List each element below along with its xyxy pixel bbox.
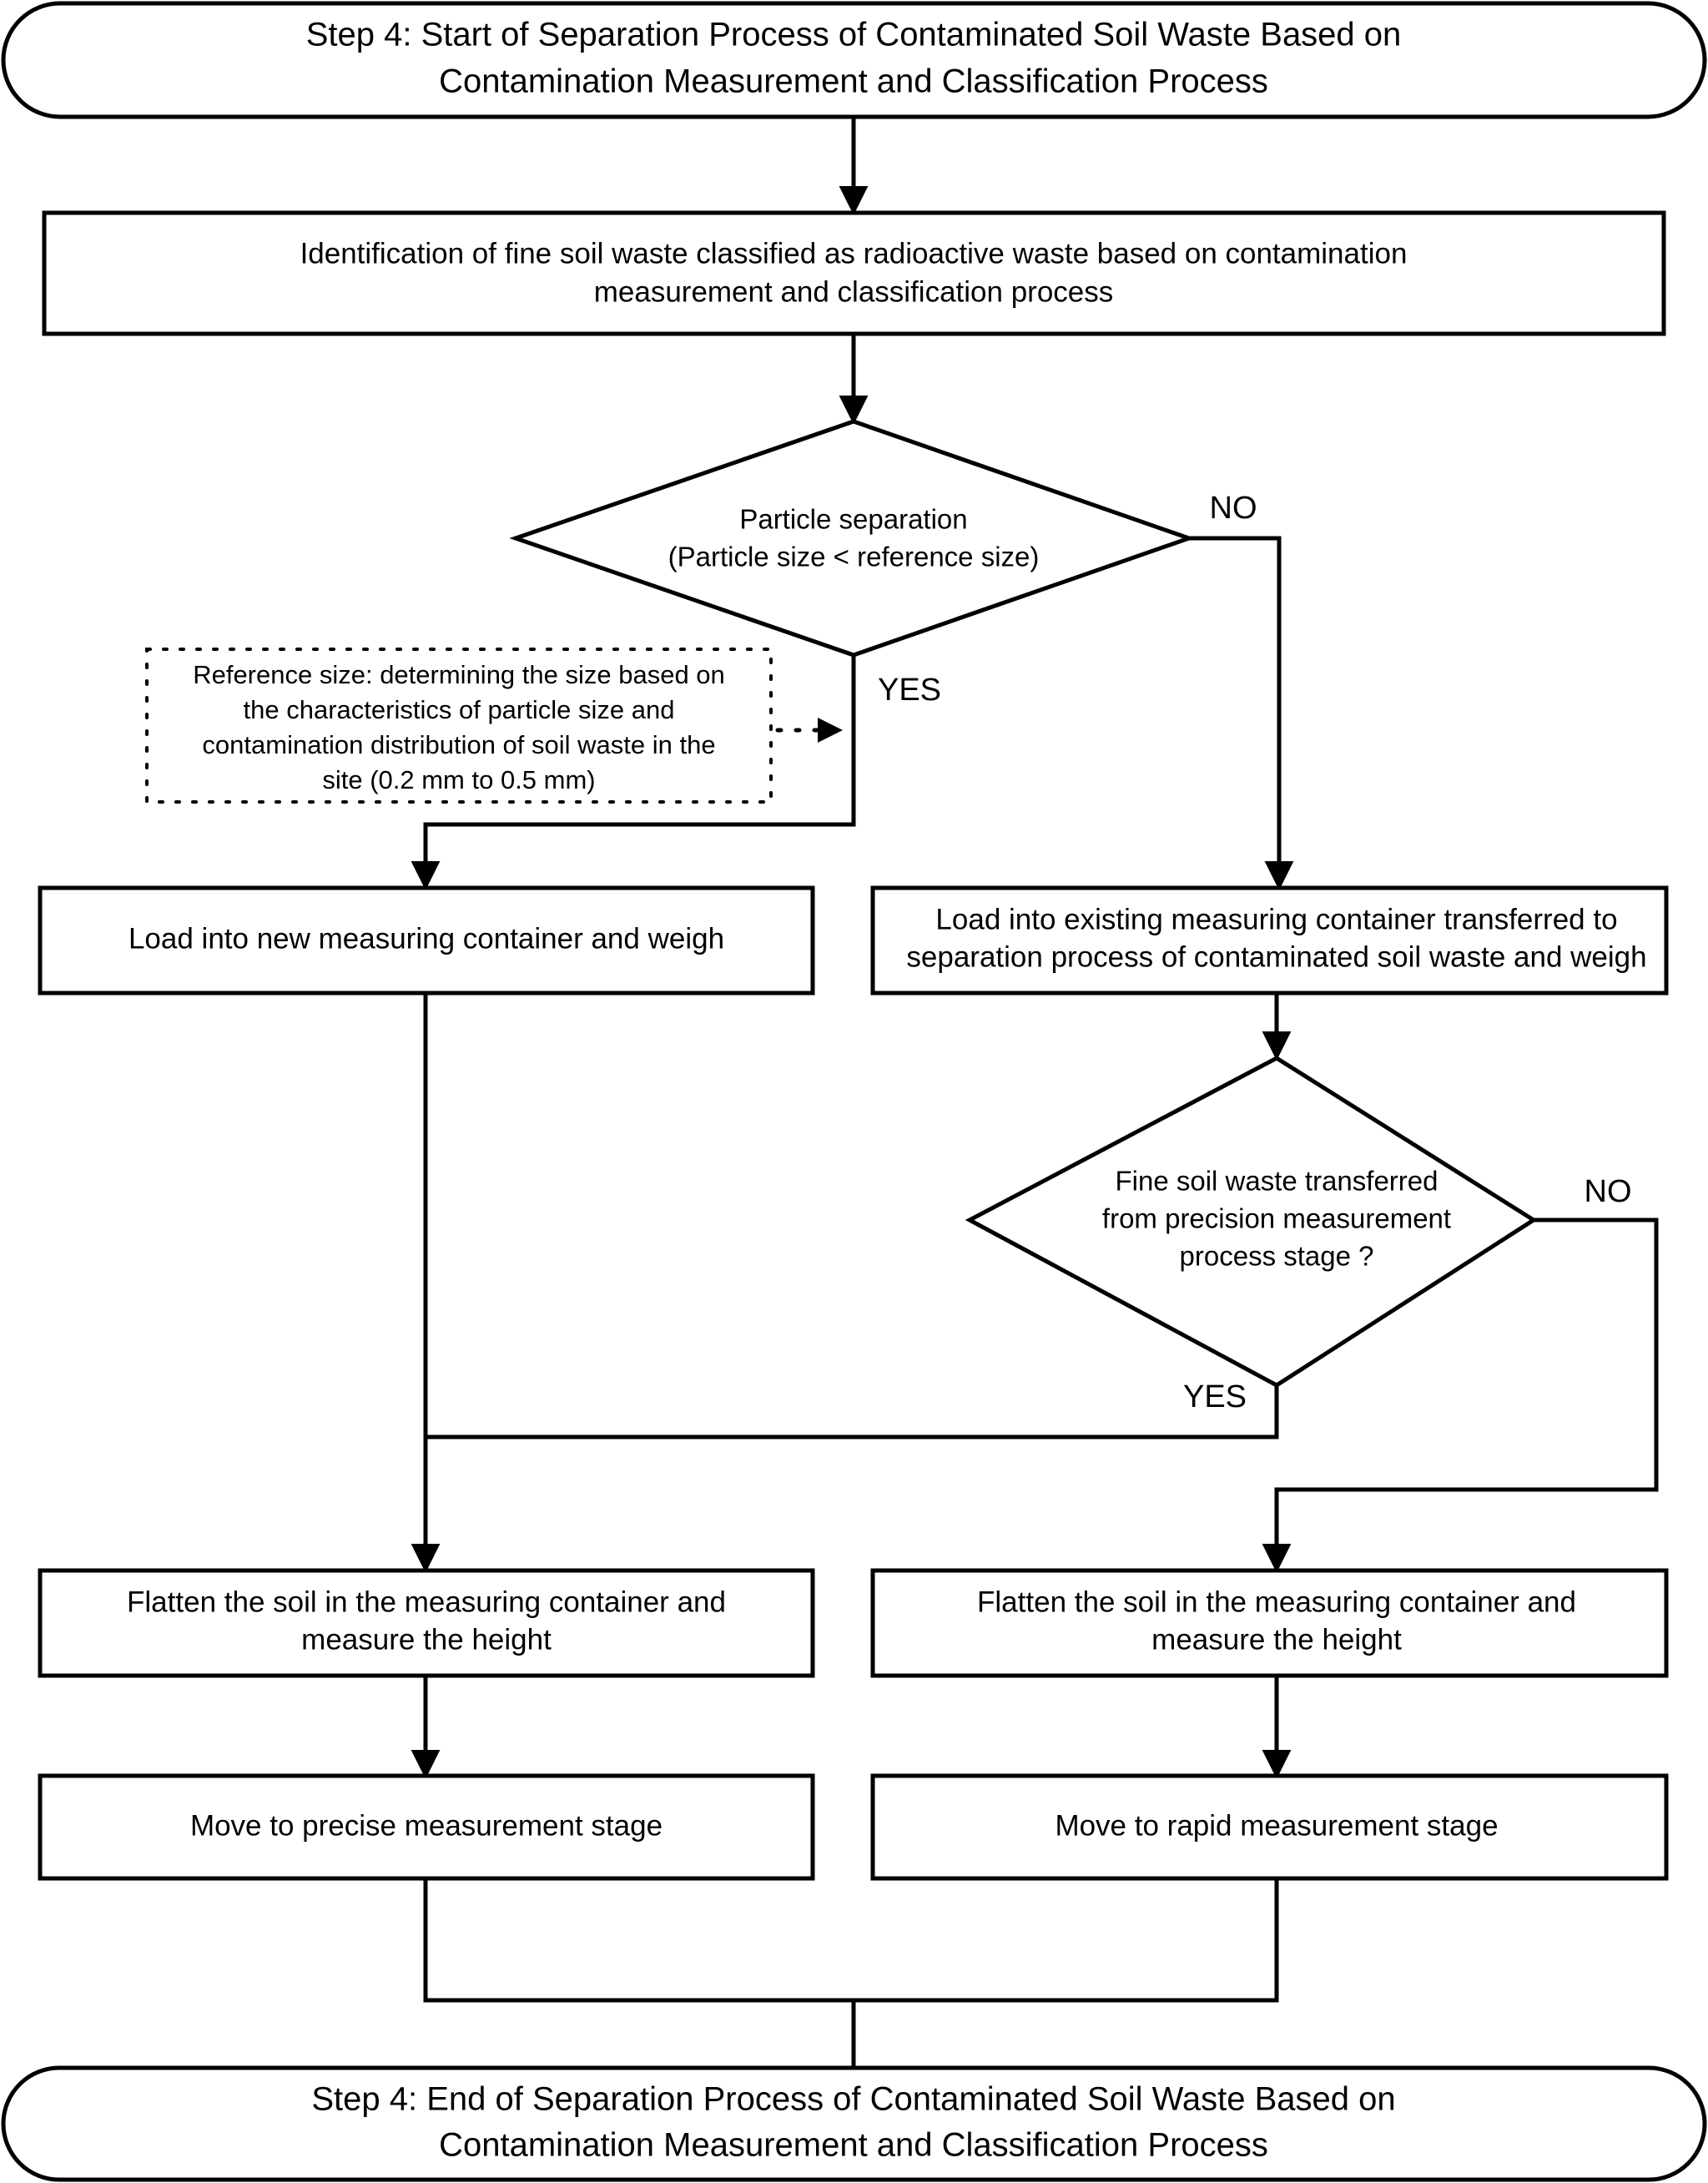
connector-decision2-no-to-flatten-right xyxy=(1262,1218,1659,1573)
connector-decision2-yes-to-left-column xyxy=(426,1385,1279,1439)
precision-transfer-decision-shape xyxy=(965,1056,1538,1388)
move-rapid-shape xyxy=(870,1773,1669,1881)
decision1-yes-label: YES xyxy=(878,673,941,708)
load-existing-container-shape xyxy=(870,885,1669,996)
flatten-right-line1: Flatten the soil in the measuring contai… xyxy=(977,1586,1576,1618)
particle-separation-decision-line2: (Particle size < reference size) xyxy=(668,542,1040,572)
precision-transfer-decision-line3: process stage ? xyxy=(1180,1241,1374,1272)
particle-separation-decision-shape xyxy=(509,419,1196,658)
connector-decision1-yes-to-load-new xyxy=(411,655,856,890)
start-terminal-line1: Step 4: Start of Separation Process of C… xyxy=(306,17,1402,53)
precision-transfer-decision-line1: Fine soil waste transferred xyxy=(1116,1166,1438,1197)
end-terminal-shape xyxy=(1,2065,1707,2182)
move-rapid-line1: Move to rapid measurement stage xyxy=(1055,1809,1498,1842)
flatten-left-shape xyxy=(38,1568,815,1678)
reference-size-note-line4: site (0.2 mm to 0.5 mm) xyxy=(322,765,595,794)
flatten-left-line1: Flatten the soil in the measuring contai… xyxy=(127,1586,726,1618)
connector-decision1-no-to-load-existing xyxy=(1189,536,1294,890)
reference-size-note-line1: Reference size: determining the size bas… xyxy=(193,660,725,689)
end-terminal-line2: Contamination Measurement and Classifica… xyxy=(439,2127,1268,2164)
precision-transfer-decision-line2: from precision measurement xyxy=(1102,1203,1451,1234)
end-terminal-line1: Step 4: End of Separation Process of Con… xyxy=(311,2081,1395,2118)
particle-separation-decision-line1: Particle separation xyxy=(739,504,967,535)
load-new-container-line1: Load into new measuring container and we… xyxy=(128,922,724,955)
connector-bottom-merge-bus xyxy=(423,1878,1279,2003)
flatten-right-shape xyxy=(870,1568,1669,1678)
move-precise-shape xyxy=(38,1773,815,1881)
reference-size-note-line3: contamination distribution of soil waste… xyxy=(202,730,715,759)
load-new-container-shape xyxy=(38,885,815,996)
reference-size-note-shape xyxy=(145,648,773,804)
decision2-yes-label: YES xyxy=(1183,1379,1247,1414)
identification-process-line2: measurement and classification process xyxy=(594,275,1114,308)
move-precise-line1: Move to precise measurement stage xyxy=(190,1809,663,1842)
identification-process-line1: Identification of fine soil waste classi… xyxy=(300,237,1408,270)
identification-process-shape xyxy=(42,210,1666,336)
flatten-left-line2: measure the height xyxy=(301,1623,552,1656)
load-existing-container-line1: Load into existing measuring container t… xyxy=(935,903,1617,935)
decision2-no-label: NO xyxy=(1585,1174,1632,1209)
reference-size-note-line2: the characteristics of particle size and xyxy=(244,695,675,724)
load-existing-container-line2: separation process of contaminated soil … xyxy=(906,940,1646,973)
decision1-no-label: NO xyxy=(1210,491,1257,526)
start-terminal-shape xyxy=(1,1,1707,119)
start-terminal-line2: Contamination Measurement and Classifica… xyxy=(439,63,1268,100)
flatten-right-line2: measure the height xyxy=(1151,1623,1402,1656)
